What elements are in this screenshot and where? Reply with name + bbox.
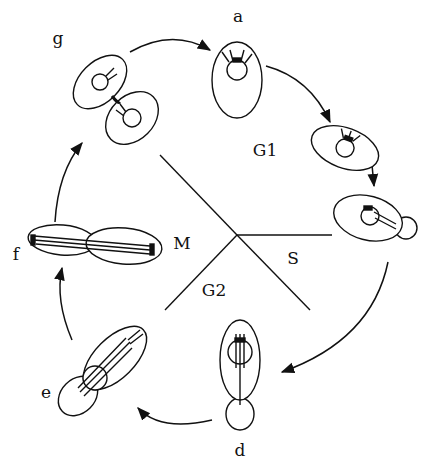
nucleus (92, 74, 108, 90)
phase-divider (237, 235, 310, 310)
spindle (236, 334, 244, 405)
spindle-pole-body (235, 338, 245, 342)
spindle-pole-body (150, 244, 154, 255)
cycle-arrow (266, 66, 330, 122)
cycle-arrow (60, 268, 72, 340)
phase-dividers (160, 155, 332, 310)
phase-divider (237, 234, 332, 235)
cell-wall (73, 316, 158, 401)
spindle (78, 330, 143, 396)
cell-wall (305, 117, 384, 179)
cell-wall (95, 81, 169, 155)
elongated-spindle (34, 236, 150, 254)
yeast-cell (63, 45, 169, 155)
cycle-arrow (282, 262, 388, 372)
microtubules (106, 68, 126, 116)
microtubules (374, 212, 396, 229)
phase-label: S (285, 249, 301, 268)
spindle-pole-body (364, 206, 372, 210)
spindle-pole-body (344, 135, 353, 141)
cycle-arrow (138, 408, 212, 424)
nucleus (227, 60, 247, 80)
stage-letter: e (39, 383, 53, 402)
yeast-cell (212, 42, 262, 118)
phase-label: G2 (200, 281, 228, 300)
spindle-pole-body (31, 235, 35, 245)
cycle-arrow (55, 143, 82, 222)
phase-label: M (171, 234, 192, 253)
microtubules (222, 50, 252, 63)
spindle-pole-body (233, 58, 241, 62)
phase-divider (160, 155, 237, 235)
cell-wall (212, 42, 262, 118)
yeast-cell (305, 117, 384, 179)
microtubules (339, 128, 361, 143)
yeast-cell (220, 320, 260, 430)
yeast-cell (50, 316, 157, 424)
cycle-arrow (130, 39, 210, 52)
stage-letter: f (11, 245, 21, 264)
cycle-arrow (372, 165, 374, 186)
stage-letter: a (231, 7, 245, 26)
stage-letter: d (233, 441, 248, 460)
nucleus (361, 207, 379, 225)
phase-label: G1 (251, 141, 279, 160)
yeast-cell (328, 188, 417, 249)
cell-wall (328, 188, 407, 249)
stage-letter: g (51, 29, 66, 48)
septum (112, 96, 120, 102)
cycle-arrows (55, 39, 388, 424)
yeast-cell (27, 222, 164, 267)
